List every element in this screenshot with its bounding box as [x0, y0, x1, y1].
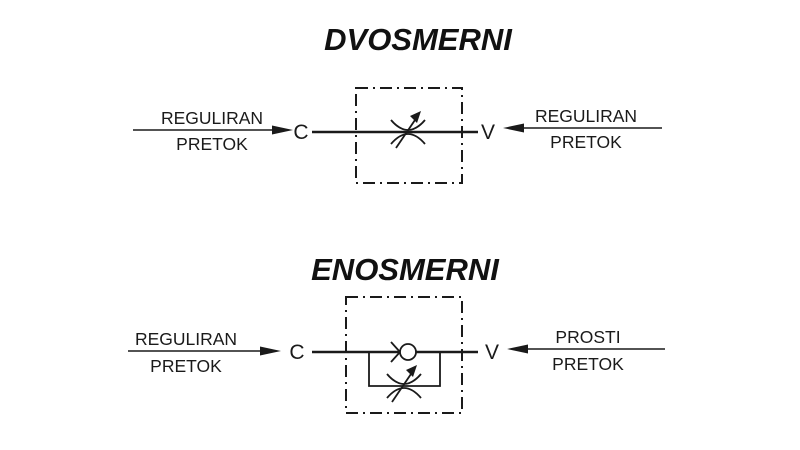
enosmerni-valve-symbol: C V — [289, 296, 499, 414]
enosmerni-check-valve-icon — [390, 341, 417, 363]
enosmerni-left-arrowhead-right-icon — [260, 346, 281, 356]
dvosmerni-title: DVOSMERNI — [324, 22, 513, 57]
dvosmerni-port-c: C — [293, 121, 308, 144]
enosmerni-title: ENOSMERNI — [311, 252, 500, 287]
enosmerni-right-flow-label: PROSTI PRETOK — [507, 327, 665, 374]
throttle-bottom-arc — [390, 133, 426, 145]
throttle-adjust-arrow-line — [391, 373, 412, 403]
enosmerni-left-label-line2: PRETOK — [150, 356, 222, 376]
enosmerni-right-label-line1: PROSTI — [555, 327, 620, 347]
throttle-top-arc — [390, 119, 426, 131]
dvosmerni-left-flow-label: REGULIRAN PRETOK — [133, 108, 293, 154]
dvosmerni-left-label-line2: PRETOK — [176, 134, 248, 154]
enosmerni-left-flow-label: REGULIRAN PRETOK — [128, 329, 281, 376]
throttle-bottom-arc — [386, 387, 422, 399]
enosmerni-port-v: V — [485, 341, 499, 364]
dvosmerni-diagram: DVOSMERNI REGULIRAN PRETOK REGULIRAN PRE… — [133, 22, 662, 184]
dvosmerni-left-arrowhead-right-icon — [272, 125, 293, 135]
dvosmerni-port-v: V — [481, 121, 495, 144]
dvosmerni-right-label-line1: REGULIRAN — [535, 106, 637, 126]
throttle-adjust-arrow-line — [395, 119, 416, 149]
dvosmerni-right-flow-label: REGULIRAN PRETOK — [503, 106, 662, 152]
dvosmerni-throttle-icon — [390, 111, 426, 149]
enosmerni-throttle-icon — [386, 365, 422, 403]
dvosmerni-valve-box — [355, 87, 463, 184]
enosmerni-right-arrowhead-left-icon — [507, 344, 528, 354]
enosmerni-port-c: C — [289, 341, 304, 364]
enosmerni-right-label-line2: PRETOK — [552, 354, 624, 374]
throttle-top-arc — [386, 373, 422, 385]
enosmerni-bypass-branch — [368, 352, 441, 403]
dvosmerni-valve-symbol: C V — [293, 87, 495, 184]
enosmerni-left-label-line1: REGULIRAN — [135, 329, 237, 349]
throttle-adjust-arrowhead-icon — [406, 365, 417, 377]
check-valve-ball — [399, 343, 417, 361]
bypass-line — [368, 352, 441, 387]
enosmerni-diagram: ENOSMERNI REGULIRAN PRETOK PROSTI PRETOK… — [128, 252, 665, 414]
dvosmerni-right-label-line2: PRETOK — [550, 132, 622, 152]
dvosmerni-right-arrowhead-left-icon — [503, 123, 524, 133]
enosmerni-valve-box — [345, 296, 463, 414]
throttle-adjust-arrowhead-icon — [410, 111, 421, 123]
dvosmerni-left-label-line1: REGULIRAN — [161, 108, 263, 128]
